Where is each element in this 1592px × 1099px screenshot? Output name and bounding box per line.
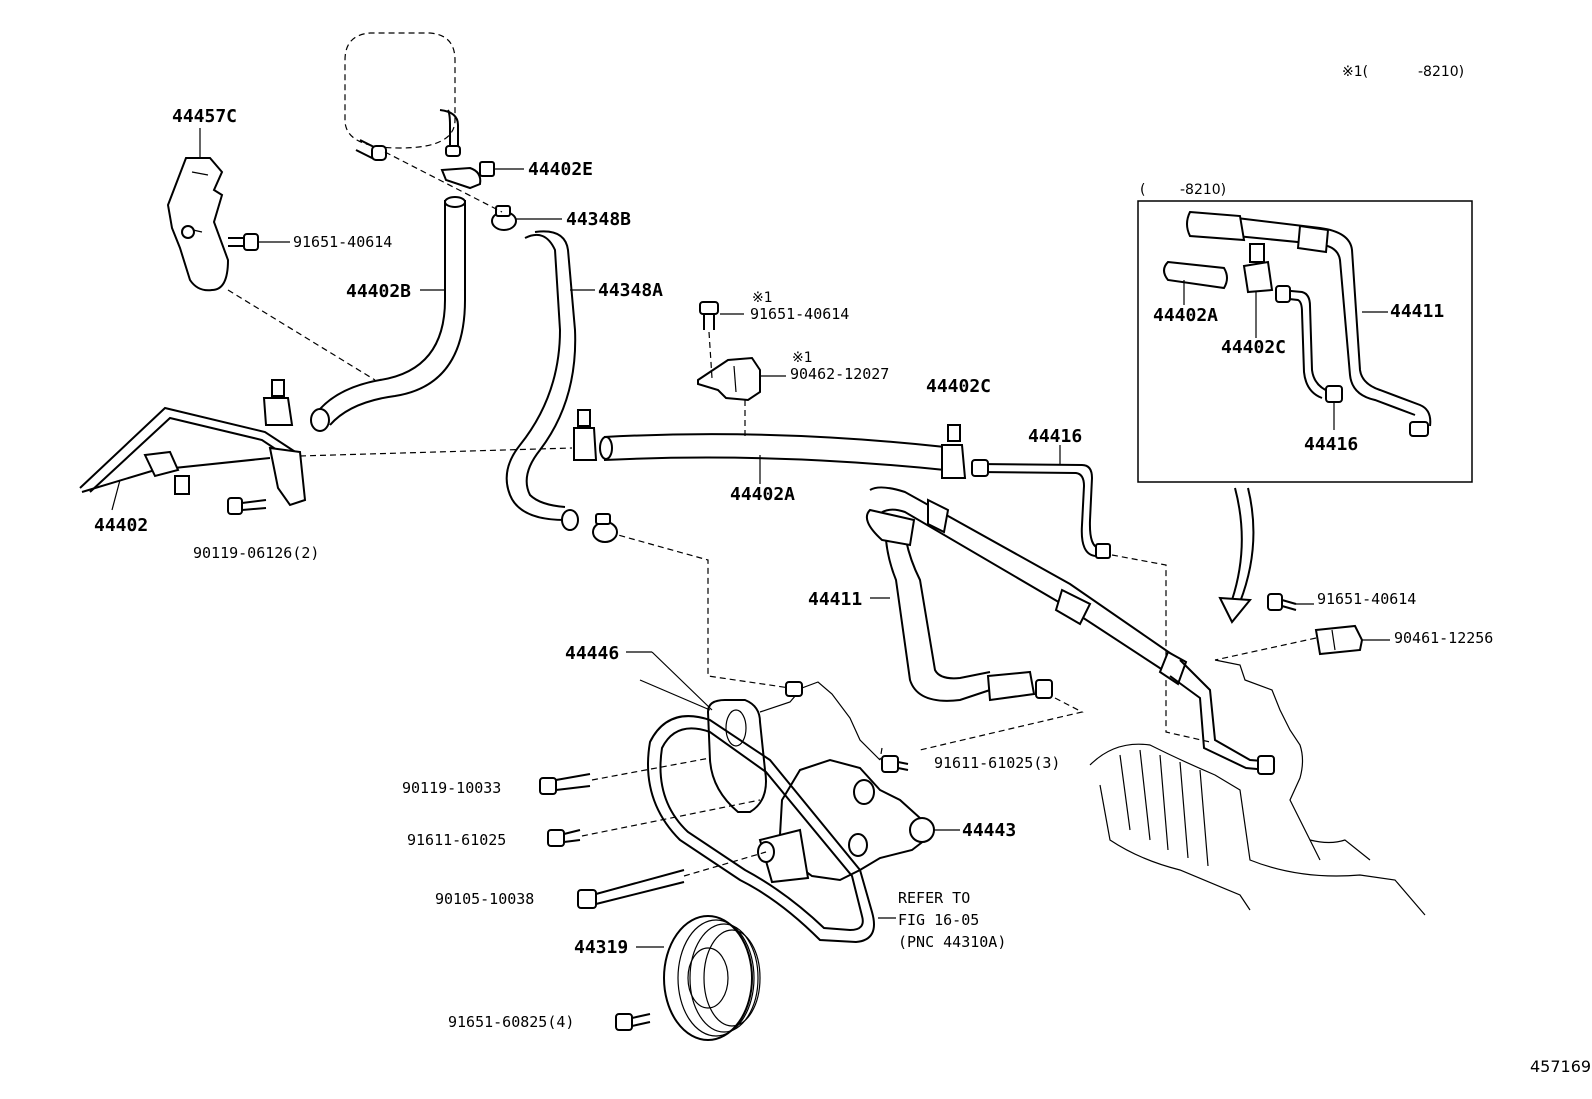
steering-gear [1089,659,1426,916]
label-44402e: 44402E [528,159,593,180]
pulley-44319 [636,915,761,1041]
label-90119-06126: 90119-06126(2) [193,544,319,562]
label-90119-10033: 90119-10033 [402,779,501,797]
v-belt [647,715,896,944]
clamp-44402a-left [573,409,598,461]
label-44416: 44416 [1028,426,1082,447]
bracket-44457c [166,128,230,292]
clamp-pump-inlet [592,513,618,543]
clamp-44402e [440,161,524,190]
clip-90462-12027 [697,356,786,402]
label-44402c: 44402C [926,376,991,397]
tube-44416 [971,445,1111,559]
label-44446: 44446 [565,643,619,664]
bolt-90105-10038 [577,869,685,909]
reservoir-tank [344,32,461,161]
label-44319: 44319 [574,937,628,958]
bolt-91651-40614-mid [699,301,744,330]
label-44443: 44443 [962,820,1016,841]
label-44457c: 44457C [172,106,237,127]
refer-line-2: FIG 16-05 [898,911,979,929]
inset-label-44411: 44411 [1390,301,1444,322]
bolt-91651-40614-left [228,233,290,251]
refer-line-3: (PNC 44310A) [898,933,1006,951]
label-44402b: 44402B [346,281,411,302]
bolt-91651-40614-right [1267,593,1314,611]
label-44348b: 44348B [566,209,631,230]
label-44402a: 44402A [730,484,795,505]
hose-44411 [866,486,1276,775]
pump-44443 [757,758,960,884]
label-91651-40614-b: 91651-40614 [750,305,849,323]
inset-label-44416: 44416 [1304,434,1358,455]
clamp-44348b [491,205,562,231]
pump-bracket-44446 [626,651,881,813]
inset-label-44402c: 44402C [1221,337,1286,358]
inset-range-value: -8210) [1180,182,1226,198]
label-91651-40614-b-mark: ※1 [752,290,773,306]
hose-44402a [599,433,946,484]
bolt-90119-10033 [539,773,591,795]
label-91651-40614-a: 91651-40614 [293,233,392,251]
label-90105-10038: 90105-10038 [435,890,534,908]
label-44348a: 44348A [598,280,663,301]
refer-line-1: REFER TO [898,889,970,907]
inset-range-open: ( [1140,182,1145,198]
bolt-90119-06126 [227,497,267,515]
bolt-91651-60825 [615,1013,651,1031]
header-note-range: -8210) [1418,64,1464,80]
clamp-44402c [941,424,967,479]
label-44411: 44411 [808,589,862,610]
bolt-91611-61025 [547,829,581,847]
figure-id: 457169 [1530,1057,1591,1076]
label-91611-61025-3: 91611-61025(3) [934,754,1060,772]
inset-box [1137,200,1473,483]
nut-91611-61025-3 [881,755,909,773]
hose-44348a [505,230,595,531]
label-44402: 44402 [94,515,148,536]
inset-label-44402a: 44402A [1153,305,1218,326]
tube-assembly-44402 [79,379,307,511]
label-91651-60825: 91651-60825(4) [448,1013,574,1031]
header-note-mark: ※1( [1342,64,1368,80]
pump-fitting [785,681,803,697]
label-91651-40614-c: 91651-40614 [1317,590,1416,608]
label-90462-12027-mark: ※1 [792,350,813,366]
clamp-90461-12256 [1314,624,1390,656]
hose-44402b [310,196,466,432]
inset-arrow [1218,487,1255,624]
label-90461-12256: 90461-12256 [1394,629,1493,647]
label-90462-12027: 90462-12027 [790,365,889,383]
label-91611-61025: 91611-61025 [407,831,506,849]
